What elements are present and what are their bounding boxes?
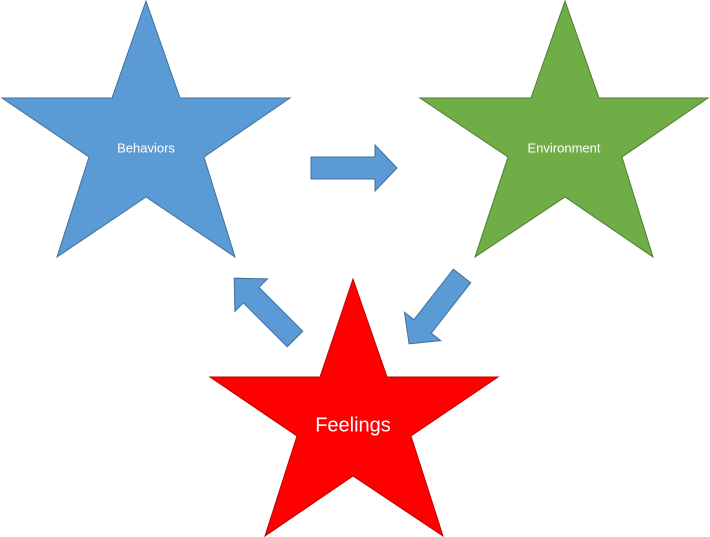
feelings-label: Feelings: [315, 414, 391, 436]
environment-label: Environment: [528, 140, 601, 155]
behaviors-node[interactable]: Behaviors: [0, 0, 292, 259]
environment-star: [418, 0, 710, 259]
feelings-star: [208, 277, 500, 537]
behaviors-star: [0, 0, 292, 259]
feelings-node[interactable]: Feelings: [208, 277, 500, 537]
arrow-feelings-to-behaviors: [233, 277, 304, 348]
environment-node[interactable]: Environment: [418, 0, 710, 259]
behaviors-label: Behaviors: [117, 140, 175, 155]
arrow-behaviors-to-environment: [310, 143, 398, 193]
arrow-environment-to-feelings: [403, 268, 472, 345]
